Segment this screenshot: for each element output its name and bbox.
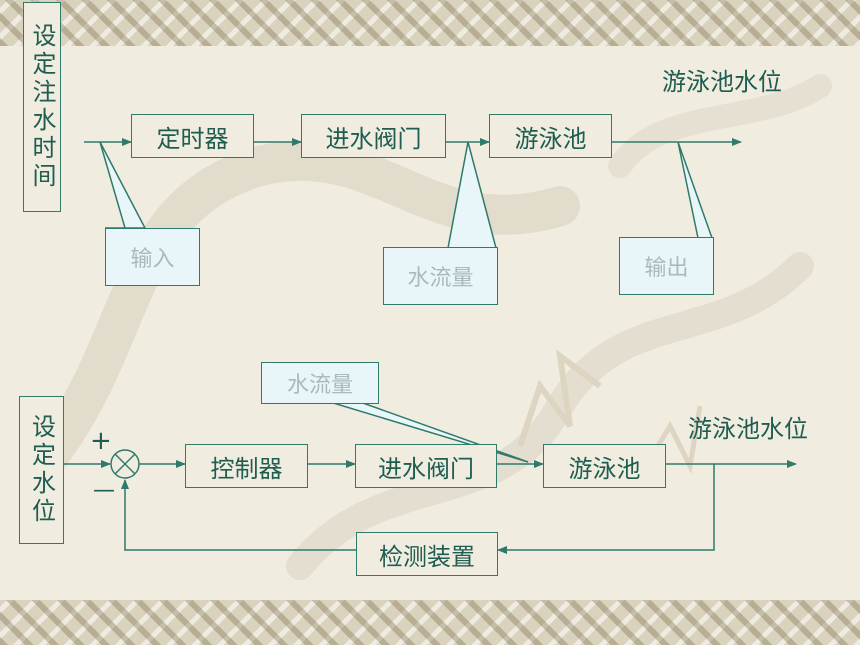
- callout-output-label: 输出: [644, 256, 689, 281]
- bottom-input-setting-label: 设定水位: [27, 414, 56, 526]
- plus-sign: +: [90, 426, 112, 456]
- sensor-block-label: 检测装置: [379, 542, 475, 571]
- background-brush-art: [20, 74, 832, 580]
- bottom-pool-block: 游泳池: [543, 444, 666, 488]
- top-output-label: 游泳池水位: [662, 68, 782, 96]
- callout-flow-top: 水流量: [383, 247, 498, 305]
- feedback-path-right: [497, 464, 715, 554]
- decorative-border-bottom: [0, 600, 860, 645]
- top-input-setting-label: 设定注水时间: [28, 23, 56, 191]
- callout-flow-bottom-label: 水流量: [286, 373, 353, 398]
- timer-block: 定时器: [131, 114, 254, 158]
- bottom-input-setting: 设定水位: [19, 396, 64, 544]
- callout-flow-bottom: 水流量: [261, 362, 379, 404]
- decorative-border-top: [0, 0, 860, 46]
- top-input-setting: 设定注水时间: [23, 2, 61, 212]
- minus-sign: —: [93, 478, 115, 503]
- controller-block-label: 控制器: [210, 454, 283, 483]
- top-pool-block: 游泳池: [489, 114, 612, 158]
- feedback-path-left: [121, 479, 356, 551]
- top-valve-block-label: 进水阀门: [325, 124, 422, 153]
- bottom-pool-block-label: 游泳池: [568, 454, 641, 483]
- bottom-valve-block: 进水阀门: [355, 444, 497, 488]
- callout-output: 输出: [619, 237, 714, 295]
- top-pool-block-label: 游泳池: [514, 124, 587, 153]
- bottom-output-label: 游泳池水位: [688, 415, 808, 443]
- timer-block-label: 定时器: [156, 124, 229, 153]
- controller-block: 控制器: [185, 444, 308, 488]
- callout-flow-top-label: 水流量: [407, 266, 474, 291]
- callout-input: 输入: [105, 228, 200, 286]
- callout-input-label: 输入: [130, 247, 175, 272]
- callout-pointer-output: [672, 141, 714, 239]
- bottom-valve-block-label: 进水阀门: [378, 454, 474, 483]
- sensor-block: 检测装置: [356, 532, 498, 576]
- top-valve-block: 进水阀门: [301, 114, 446, 158]
